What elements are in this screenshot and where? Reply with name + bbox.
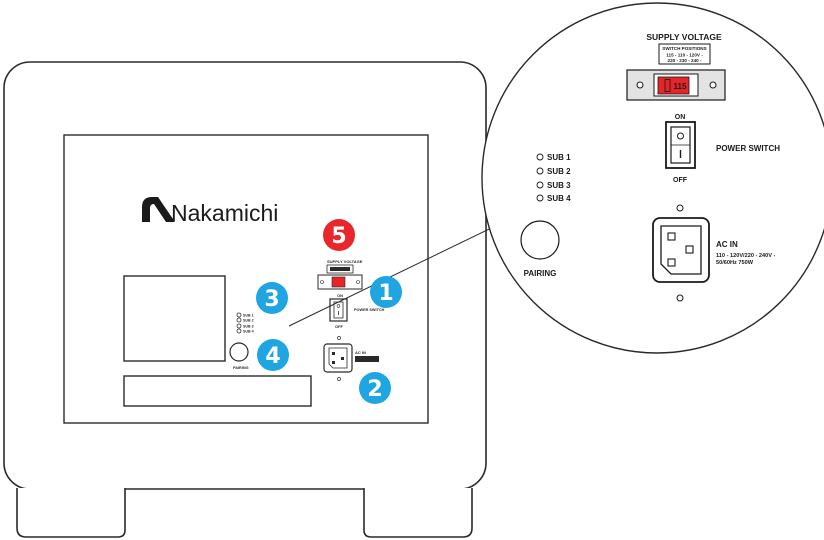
panel-power-on-symbol bbox=[336, 304, 341, 308]
sub-led-label: SUB 2 bbox=[547, 167, 571, 176]
ac-pin-top bbox=[667, 232, 676, 241]
switch-positions-line-2: 220 - 230 - 240 - bbox=[668, 58, 702, 63]
panel-power-switch-label: POWER SWITCH bbox=[354, 308, 385, 312]
panel-pairing-button[interactable] bbox=[229, 342, 249, 362]
sub-led-label: SUB 1 bbox=[243, 314, 254, 318]
callout-4: 4 bbox=[257, 339, 289, 371]
ac-screw-top bbox=[676, 204, 684, 212]
panel-ac-pin bbox=[332, 352, 335, 355]
panel-voltage-selector: SUPPLY VOLTAGE bbox=[317, 259, 363, 290]
logo-mark bbox=[142, 197, 175, 222]
panel-voltage-screw bbox=[356, 280, 360, 284]
panel-pairing-label: PAIRING bbox=[233, 366, 249, 370]
ac-inlet-inner bbox=[660, 225, 702, 275]
brand-name: Nakamichi bbox=[171, 200, 278, 226]
ac-in-spec-line-2: 50/60Hz 750W bbox=[716, 260, 754, 266]
sub-led bbox=[236, 317, 242, 323]
panel-supply-voltage-title: SUPPLY VOLTAGE bbox=[327, 259, 363, 264]
zoom-leader-line bbox=[288, 216, 515, 327]
sub-led bbox=[236, 312, 242, 318]
power-on-label: ON bbox=[675, 114, 686, 121]
panel-voltage-label-fill bbox=[330, 267, 350, 271]
callout-2-circle bbox=[359, 372, 391, 404]
power-on-symbol bbox=[677, 132, 684, 140]
callout-3-circle bbox=[256, 282, 288, 314]
panel-ac-socket-inner bbox=[328, 347, 348, 369]
amplifier-plate bbox=[123, 275, 226, 362]
sub-led-list: SUB 1 SUB 2 SUB 3 SUB 4 bbox=[536, 153, 571, 203]
voltage-selected-value: 115 bbox=[674, 82, 687, 91]
callout-3: 3 bbox=[256, 282, 288, 314]
callout-2: 2 bbox=[359, 372, 391, 404]
panel-ac-screw bbox=[337, 377, 341, 381]
pairing-button[interactable] bbox=[520, 220, 560, 260]
ac-pin-middle bbox=[685, 245, 694, 254]
callout-5-number: 5 bbox=[331, 224, 346, 249]
sub-led bbox=[536, 181, 544, 189]
callout-2-number: 2 bbox=[367, 377, 382, 402]
switch-positions-title: SWITCH POSITIONS bbox=[662, 46, 706, 51]
panel-power-off-label: OFF bbox=[335, 324, 344, 329]
sub-led-label: SUB 1 bbox=[547, 153, 571, 162]
sub-led bbox=[536, 167, 544, 175]
panel-sub-leds: SUB 1 SUB 2 SUB 3 SUB 4 bbox=[236, 312, 254, 334]
nakamichi-logo: Nakamichi bbox=[142, 197, 278, 226]
zoom-circle bbox=[481, 2, 824, 354]
pairing-label: PAIRING bbox=[524, 269, 557, 278]
panel-voltage-screw bbox=[320, 280, 324, 284]
ac-pin-bottom bbox=[667, 258, 676, 267]
panel-ac-pin bbox=[341, 357, 344, 360]
ac-inlet-socket[interactable] bbox=[652, 217, 710, 283]
callout-1: 1 bbox=[370, 276, 402, 308]
callout-4-number: 4 bbox=[265, 344, 280, 369]
sub-led-label: SUB 4 bbox=[243, 330, 254, 334]
panel-ac-spec-box bbox=[355, 356, 379, 362]
callout-3-number: 3 bbox=[264, 287, 279, 312]
zoom-detail: SUPPLY VOLTAGE SWITCH POSITIONS 115 - 11… bbox=[481, 2, 824, 354]
switch-positions-box bbox=[658, 43, 711, 65]
sub-led bbox=[236, 323, 242, 329]
panel-power-on-label: ON bbox=[337, 293, 343, 298]
ac-screw-bottom bbox=[676, 294, 684, 302]
voltage-plate-screw bbox=[636, 81, 644, 89]
sub-led-label: SUB 3 bbox=[243, 325, 254, 329]
power-switch-label: POWER SWITCH bbox=[716, 144, 780, 153]
panel-ac-screw bbox=[337, 336, 341, 340]
sub-led-label: SUB 4 bbox=[547, 194, 571, 203]
supply-voltage-title: SUPPLY VOLTAGE bbox=[646, 32, 722, 42]
callout-4-circle bbox=[257, 339, 289, 371]
right-foot bbox=[363, 488, 473, 538]
sub-led bbox=[536, 153, 544, 161]
callout-1-circle bbox=[370, 276, 402, 308]
switch-positions-line-1: 115 - 110 - 120V - bbox=[666, 53, 703, 58]
ac-in-spec-line-1: 110 - 120V/220 - 240V - bbox=[716, 253, 776, 259]
voltage-selector-switch[interactable] bbox=[657, 76, 690, 95]
sub-led-label: SUB 2 bbox=[243, 319, 254, 323]
callout-5: 5 bbox=[323, 219, 355, 251]
panel-ac-inlet: AC IN bbox=[323, 336, 379, 381]
callout-5-circle bbox=[323, 219, 355, 251]
voltage-selector-knob bbox=[664, 79, 671, 92]
sub-led bbox=[236, 328, 242, 334]
callout-badges: 5 1 3 4 2 bbox=[256, 219, 402, 404]
power-off-label: OFF bbox=[673, 177, 688, 184]
sub-led-label: SUB 3 bbox=[547, 181, 571, 190]
bottom-label-plate bbox=[123, 375, 312, 407]
callout-1-number: 1 bbox=[378, 281, 393, 306]
panel-ac-in-title: AC IN bbox=[355, 350, 366, 355]
voltage-plate-screw bbox=[709, 81, 717, 89]
left-foot bbox=[16, 488, 126, 538]
sub-led bbox=[536, 194, 544, 202]
panel-ac-socket[interactable] bbox=[323, 343, 353, 373]
panel-ac-pin bbox=[332, 361, 335, 364]
panel-voltage-switch[interactable] bbox=[331, 276, 346, 288]
ac-in-title: AC IN bbox=[716, 240, 738, 249]
